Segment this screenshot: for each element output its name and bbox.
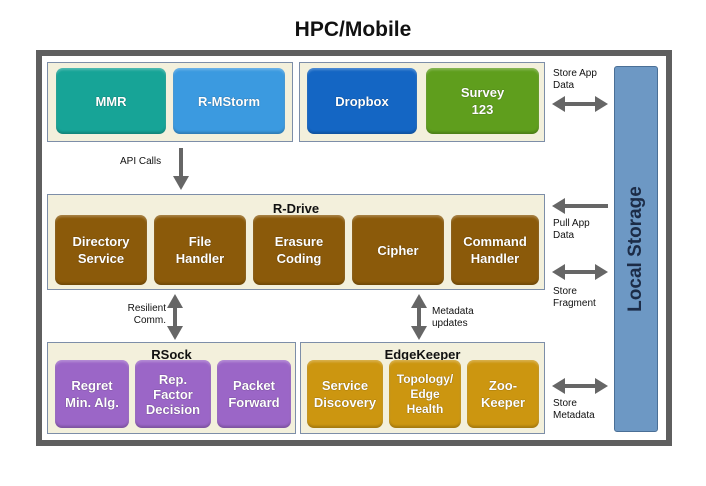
- mmr-box: MMR: [56, 68, 166, 134]
- rep-factor-decision-box: Rep. Factor Decision: [135, 360, 211, 428]
- store-fragment-label: Store Fragment: [553, 286, 596, 309]
- metadata-updates-arrow: [411, 294, 427, 340]
- survey123-label: Survey 123: [460, 85, 505, 117]
- resilient-comm-label: Resilient Comm.: [127, 303, 166, 326]
- mmr-label: MMR: [95, 93, 127, 109]
- pull-app-data-arrow: [552, 198, 608, 214]
- erasure-coding-label: Erasure Coding: [274, 234, 324, 266]
- file-handler-label: File Handler: [175, 234, 225, 266]
- regret-min-alg-box: Regret Min. Alg.: [55, 360, 129, 428]
- store-metadata-label: Store Metadata: [553, 398, 595, 421]
- store-app-data-label: Store App Data: [553, 68, 597, 91]
- resilient-comm-arrow: [167, 294, 183, 340]
- service-discovery-label: Service Discovery: [313, 378, 377, 410]
- topology-edge-health-label: Topology/ Edge Health: [396, 371, 454, 416]
- survey123-box: Survey 123: [426, 68, 539, 134]
- store-fragment-arrow: [552, 264, 608, 280]
- api-calls-label: API Calls: [120, 156, 162, 167]
- packet-forward-box: Packet Forward: [217, 360, 291, 428]
- rsock-title: RSock: [151, 347, 192, 362]
- command-handler-label: Command Handler: [463, 234, 527, 266]
- store-metadata-arrow: [552, 378, 608, 394]
- directory-service-box: Directory Service: [55, 215, 147, 285]
- command-handler-box: Command Handler: [451, 215, 539, 285]
- rep-factor-decision-label: Rep. Factor Decision: [145, 371, 201, 417]
- local-storage-label: Local Storage: [625, 186, 646, 312]
- file-handler-box: File Handler: [154, 215, 246, 285]
- packet-forward-label: Packet Forward: [228, 378, 280, 410]
- api-calls-arrow: [173, 148, 189, 190]
- store-app-data-arrow: [552, 96, 608, 112]
- regret-min-alg-label: Regret Min. Alg.: [65, 378, 119, 410]
- r-mstorm-label: R-MStorm: [197, 93, 261, 109]
- cipher-box: Cipher: [352, 215, 444, 285]
- r-drive-title: R-Drive: [272, 201, 320, 216]
- diagram-title: HPC/Mobile: [294, 18, 412, 41]
- topology-edge-health-box: Topology/ Edge Health: [389, 360, 461, 428]
- dropbox-box: Dropbox: [307, 68, 417, 134]
- metadata-updates-label: Metadata updates: [432, 306, 474, 329]
- local-storage-bar: Local Storage: [614, 66, 658, 432]
- directory-service-label: Directory Service: [72, 234, 130, 266]
- service-discovery-box: Service Discovery: [307, 360, 383, 428]
- cipher-label: Cipher: [377, 242, 419, 258]
- erasure-coding-box: Erasure Coding: [253, 215, 345, 285]
- zookeeper-box: Zoo- Keeper: [467, 360, 539, 428]
- pull-app-data-label: Pull App Data: [553, 218, 590, 241]
- r-mstorm-box: R-MStorm: [173, 68, 285, 134]
- zookeeper-label: Zoo- Keeper: [480, 378, 526, 410]
- dropbox-label: Dropbox: [335, 93, 389, 109]
- edgekeeper-title: EdgeKeeper: [384, 347, 461, 362]
